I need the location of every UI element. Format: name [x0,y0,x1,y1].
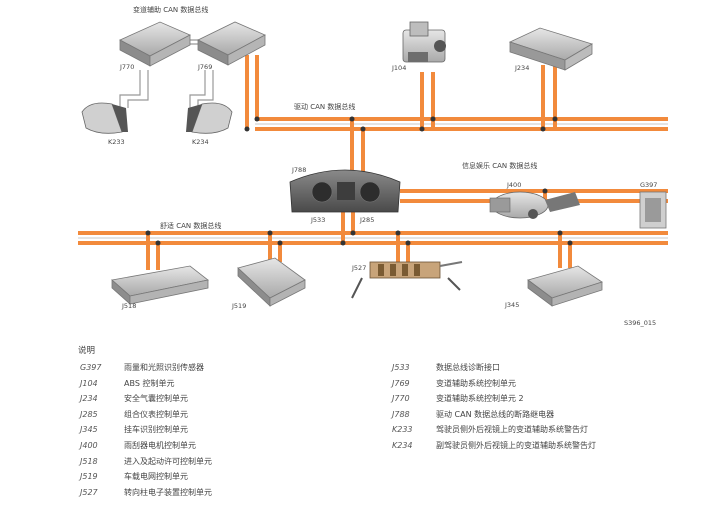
label-J533: J533 [310,216,325,224]
legend-text: 雨量和光照识别传感器 [124,363,204,372]
legend-code: J533 [392,363,410,372]
legend-row: J527 转向柱电子装置控制单元 [80,485,212,501]
legend-title: 说明 [78,346,96,356]
legend-code: K234 [392,440,413,450]
junction-dots [145,116,573,246]
legend-row: J518 进入及起动许可控制单元 [80,454,212,470]
legend-text: 安全气囊控制单元 [124,394,188,404]
wiper-motor-J400 [489,191,580,219]
label-K234: K234 [192,138,209,146]
legend-code: J285 [80,409,98,419]
control-unit-J769 [197,21,266,66]
legend-row: K233 驾驶员侧外后视镜上的变道辅助系统警告灯 [392,422,596,438]
control-unit-J518 [111,265,209,305]
legend-code: J104 [80,378,98,388]
legend-text: 挂车识别控制单元 [124,425,188,435]
legend-code: J527 [80,487,98,497]
legend-text: 车载电网控制单元 [124,472,188,482]
label-K233: K233 [108,138,125,146]
legend-row: J533 数据总线诊断接口 [392,360,596,376]
control-unit-J104 [402,21,446,63]
legend-text: 转向柱电子装置控制单元 [124,487,212,497]
legend-code: J769 [392,378,410,388]
legend-row: J788 驱动 CAN 数据总线的断路继电器 [392,407,596,423]
legend-row: J770 变道辅助系统控制单元 2 [392,391,596,407]
mirror-K233 [81,102,128,134]
legend-right-column: J533 数据总线诊断接口 J769 变道辅助系统控制单元 J770 变道辅助系统控制… [392,360,596,454]
bus-label-comfort: 舒适 CAN 数据总线 [160,221,221,230]
legend-row: J400 雨刮器电机控制单元 [80,438,212,454]
label-J518: J518 [121,302,136,310]
label-J769: J769 [197,63,212,71]
mirror-K234 [186,102,233,134]
legend-code: K233 [392,425,413,435]
legend-code: J234 [80,394,98,404]
label-J770: J770 [119,63,134,71]
can-bus-diagram: 变道辅助 CAN 数据总线 驱动 CAN 数据总线 信息娱乐 CAN 数据总线 … [78,5,668,327]
legend-row: K234 副驾驶员侧外后视镜上的变道辅助系统警告灯 [392,438,596,454]
label-J527: J527 [351,264,366,272]
legend-text: 雨刮器电机控制单元 [124,440,196,450]
legend-text: 变道辅助系统控制单元 [436,378,516,388]
instrument-cluster-J285 [289,169,401,213]
control-unit-J345 [527,265,603,307]
legend-text: 驾驶员侧外后视镜上的变道辅助系统警告灯 [436,425,588,435]
bus-label-drive: 驱动 CAN 数据总线 [294,102,355,111]
label-J345: J345 [504,301,519,309]
drive-can-bus [255,65,668,172]
sensor-G397 [639,191,667,229]
legend-text: 变道辅助系统控制单元 2 [436,394,524,404]
steering-column-J527 [351,261,463,299]
legend-text: 副驾驶员侧外后视镜上的变道辅助系统警告灯 [436,440,596,450]
label-J234: J234 [514,64,529,72]
legend-text: ABS 控制单元 [124,378,175,388]
legend-code: G397 [80,363,102,372]
label-G397: G397 [640,181,657,189]
legend-left-column: G397 雨量和光照识别传感器 J104 ABS 控制单元 J234 安全气囊控制单元… [80,360,212,500]
label-J519: J519 [231,302,246,310]
legend-code: J345 [80,425,98,435]
control-unit-J519 [237,257,306,307]
legend-row: J234 安全气囊控制单元 [80,391,212,407]
label-J400: J400 [506,181,521,189]
label-J104: J104 [391,64,406,72]
legend-code: J519 [80,472,98,482]
legend-row: G397 雨量和光照识别传感器 [80,360,212,376]
legend-code: J400 [80,440,98,450]
legend-code: J770 [392,394,410,404]
legend-row: J285 组合仪表控制单元 [80,407,212,423]
legend-row: J519 车载电网控制单元 [80,469,212,485]
control-unit-J234 [508,27,593,71]
label-J285: J285 [359,216,374,224]
control-unit-J770 [119,21,191,67]
legend-row: J345 挂车识别控制单元 [80,422,212,438]
legend-code: J518 [80,456,98,466]
legend-row: J769 变道辅助系统控制单元 [392,376,596,392]
bus-label-lane-change: 变道辅助 CAN 数据总线 [133,5,208,14]
label-J788: J788 [291,166,306,174]
legend-text: 组合仪表控制单元 [124,409,188,419]
bus-label-infotainment: 信息娱乐 CAN 数据总线 [462,161,537,170]
legend-row: J104 ABS 控制单元 [80,376,212,392]
figure-id: S396_015 [624,319,656,327]
legend-text: 驱动 CAN 数据总线的断路继电器 [436,409,555,419]
legend-text: 进入及起动许可控制单元 [124,456,212,466]
legend-text: 数据总线诊断接口 [436,363,500,372]
legend-code: J788 [392,409,410,419]
